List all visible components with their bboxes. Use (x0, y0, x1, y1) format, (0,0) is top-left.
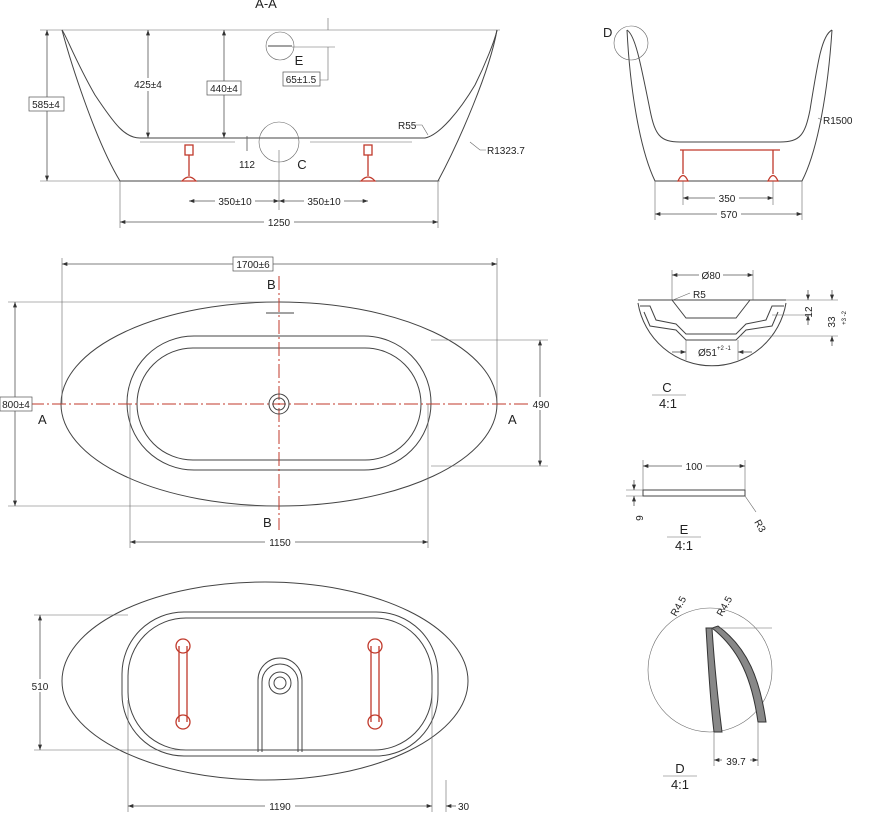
leg-left (180, 144, 198, 182)
dim-inner-width: 490 (533, 400, 550, 411)
detail-d: R4.5 R4.5 39.7 D 4:1 (647, 594, 773, 792)
radius: R5 (693, 290, 706, 301)
dim-top-dia: Ø80 (702, 271, 721, 282)
detail-c-label: C (297, 157, 306, 172)
detail-d-scale: 4:1 (671, 777, 689, 792)
dim-depth-drain: 440±4 (210, 84, 238, 95)
dim-drain-height: 112 (239, 160, 255, 171)
radius-inner: R55 (398, 121, 417, 132)
dim-width: 39.7 (726, 757, 746, 768)
dim-inner-length: 1150 (269, 538, 291, 549)
detail-e-title: E (680, 522, 689, 537)
dim-thickness: 6 (633, 515, 644, 521)
section-a-left: A (38, 412, 47, 427)
detail-e-label: E (295, 53, 304, 68)
detail-e-scale: 4:1 (675, 538, 693, 553)
dim-width: 800±4 (2, 400, 30, 411)
dim-12: 12 (804, 306, 815, 318)
dim-leg-left: 350±10 (218, 197, 252, 208)
radius-right: R4.5 (715, 594, 735, 618)
detail-c: Ø80 R5 12 33 +3 -2 Ø51 +2 -1 C 4:1 (637, 268, 848, 411)
detail-c-title: C (662, 380, 671, 395)
dim-33: 33 (827, 316, 838, 328)
bottom-view: 510 1190 30 (28, 581, 470, 813)
dim-length: 1190 (269, 802, 291, 813)
detail-d-marker (613, 25, 649, 61)
dim-base-width: 570 (721, 210, 738, 221)
side-view: D R1500 350 570 (603, 25, 853, 221)
dim-overflow: 65±1.5 (286, 75, 317, 86)
dim-bottom-dia: Ø51 (698, 348, 717, 359)
section-a-right: A (508, 412, 517, 427)
detail-c-scale: 4:1 (659, 396, 677, 411)
dim-leg-spacing: 350 (719, 194, 736, 205)
leg-right (359, 144, 377, 182)
dim-width: 510 (32, 682, 49, 693)
handle-left (175, 638, 191, 730)
section-aa-view: A-A 585±4 425±4 440±4 E 65±1.5 C (28, 0, 525, 229)
radius-left: R4.5 (669, 594, 689, 618)
detail-d-label: D (603, 25, 612, 40)
section-aa-title: A-A (255, 0, 277, 11)
dim-33-tolerance: +3 -2 (842, 310, 848, 325)
dim-leg-right: 350±10 (307, 197, 341, 208)
dim-length: 100 (686, 462, 703, 473)
section-b-top: B (267, 277, 276, 292)
radius: R1500 (823, 116, 853, 127)
dim-depth-inner: 425±4 (134, 80, 162, 91)
detail-d-title: D (675, 761, 684, 776)
dim-offset: 30 (458, 802, 470, 813)
dim-length: 1700±6 (236, 260, 270, 271)
top-view: B B A A 1700±6 800±4 490 1150 (0, 256, 552, 549)
dim-bottom-tolerance: +2 -1 (717, 346, 732, 352)
dim-base-width: 1250 (268, 218, 291, 229)
radius: R3 (751, 518, 767, 535)
handle-right (367, 638, 383, 730)
detail-e: 100 6 R3 E 4:1 (626, 459, 768, 553)
dim-height-total: 585±4 (32, 100, 60, 111)
detail-e-marker (265, 31, 295, 61)
radius-outer: R1323.7 (487, 146, 525, 157)
section-b-bottom: B (263, 515, 272, 530)
